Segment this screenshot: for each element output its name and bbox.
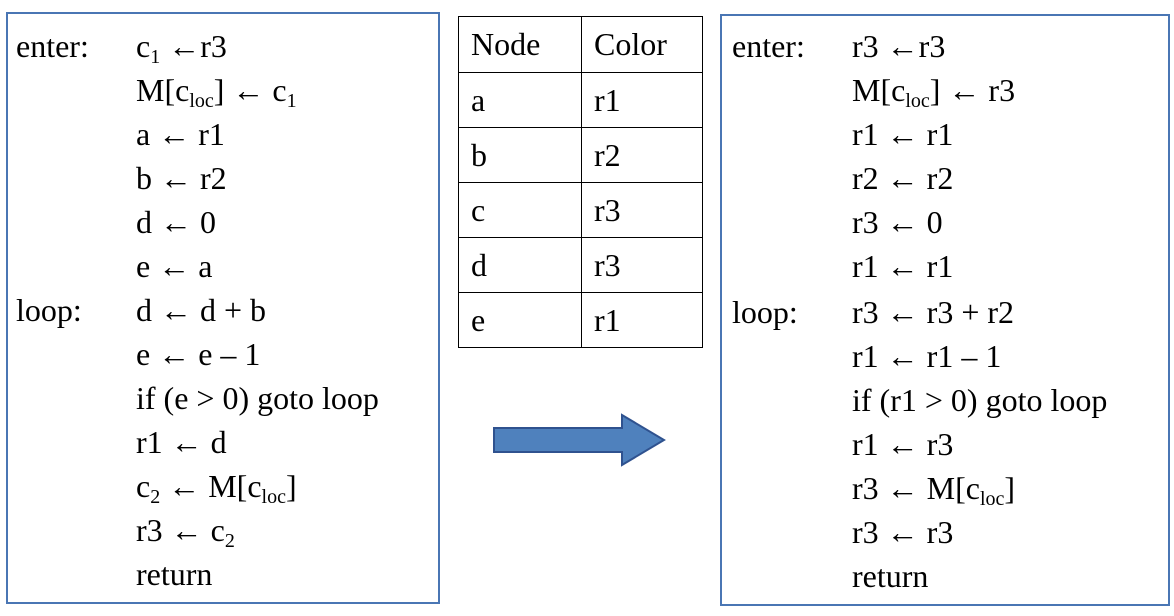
- left-line-8: e ← e – 1: [136, 336, 261, 372]
- right-line-9: if (r1 > 0) goto loop: [852, 382, 1108, 418]
- cell-color: r1: [581, 72, 703, 128]
- cell-color: r1: [581, 292, 703, 348]
- right-label-enter: enter:: [732, 28, 805, 64]
- right-line-1: r3 ←r3: [852, 28, 946, 64]
- right-arrow-icon: [493, 413, 666, 467]
- left-line-4: b ← r2: [136, 160, 227, 196]
- cell-color: r2: [581, 127, 703, 183]
- original-code-box: [6, 12, 440, 604]
- left-line-2: M[cloc] ← c1: [136, 72, 297, 112]
- cell-node: b: [458, 127, 582, 183]
- left-line-5: d ← 0: [136, 204, 216, 240]
- right-line-6: r1 ← r1: [852, 248, 954, 284]
- left-line-13: return: [136, 556, 213, 592]
- right-line-10: r1 ← r3: [852, 426, 954, 462]
- right-line-13: return: [852, 558, 929, 594]
- right-line-11: r3 ← M[cloc]: [852, 470, 1016, 510]
- table-row: a r1: [458, 72, 703, 128]
- allocated-code-box: [720, 14, 1170, 606]
- left-line-10: r1 ← d: [136, 424, 227, 460]
- right-line-8: r1 ← r1 – 1: [852, 338, 1002, 374]
- right-label-loop: loop:: [732, 294, 798, 330]
- right-line-4: r2 ← r2: [852, 160, 954, 196]
- right-line-2: M[cloc] ← r3: [852, 72, 1016, 112]
- cell-node: e: [458, 292, 582, 348]
- table-header-row: Node Color: [458, 16, 703, 73]
- cell-node: a: [458, 72, 582, 128]
- left-line-1: c1 ←r3: [136, 28, 227, 68]
- table-row: b r2: [458, 127, 703, 183]
- right-line-7: r3 ← r3 + r2: [852, 294, 1015, 330]
- header-node: Node: [458, 16, 582, 73]
- table-row: e r1: [458, 292, 703, 348]
- cell-node: c: [458, 182, 582, 238]
- cell-node: d: [458, 237, 582, 293]
- node-color-table: Node Color a r1 b r2 c r3 d r3 e r1: [458, 16, 703, 348]
- header-color: Color: [581, 16, 703, 73]
- left-line-9: if (e > 0) goto loop: [136, 380, 379, 416]
- table-row: c r3: [458, 182, 703, 238]
- left-line-6: e ← a: [136, 248, 213, 284]
- left-line-3: a ← r1: [136, 116, 225, 152]
- left-label-enter: enter:: [16, 28, 89, 64]
- cell-color: r3: [581, 237, 703, 293]
- left-line-7: d ← d + b: [136, 292, 267, 328]
- left-line-12: r3 ← c2: [136, 512, 235, 552]
- right-line-12: r3 ← r3: [852, 514, 954, 550]
- right-line-5: r3 ← 0: [852, 204, 943, 240]
- right-line-3: r1 ← r1: [852, 116, 954, 152]
- table-row: d r3: [458, 237, 703, 293]
- cell-color: r3: [581, 182, 703, 238]
- left-label-loop: loop:: [16, 292, 82, 328]
- left-line-11: c2 ← M[cloc]: [136, 468, 297, 508]
